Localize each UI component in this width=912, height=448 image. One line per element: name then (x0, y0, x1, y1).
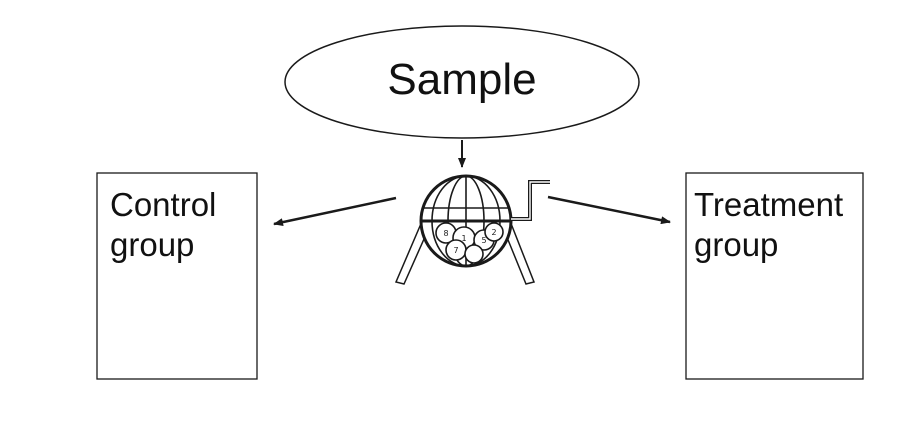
randomizer-to-treatment-arrow (547, 195, 671, 225)
lottery-drum-icon (394, 174, 550, 285)
control-group-label: Control group (110, 185, 216, 265)
ball-number: 1 (461, 234, 466, 243)
ball-number: 2 (491, 228, 496, 237)
randomizer-to-control-arrow (273, 196, 397, 227)
control-group-box (96, 172, 258, 380)
treatment-group-box (685, 172, 864, 380)
sample-label: Sample (387, 55, 537, 104)
sample-ellipse (284, 25, 640, 139)
control-group-label-line2: group (110, 226, 195, 263)
treatment-group-label-line2: group (694, 226, 779, 263)
ball-number: 7 (453, 246, 458, 255)
drum-ball-numbers: 8 1 7 2 5 (443, 228, 496, 255)
ball-number: 8 (443, 229, 448, 238)
treatment-group-label: Treatment group (694, 185, 843, 265)
treatment-group-label-line1: Treatment (694, 186, 844, 223)
ball-number: 5 (481, 236, 486, 245)
control-group-label-line1: Control (110, 186, 217, 223)
